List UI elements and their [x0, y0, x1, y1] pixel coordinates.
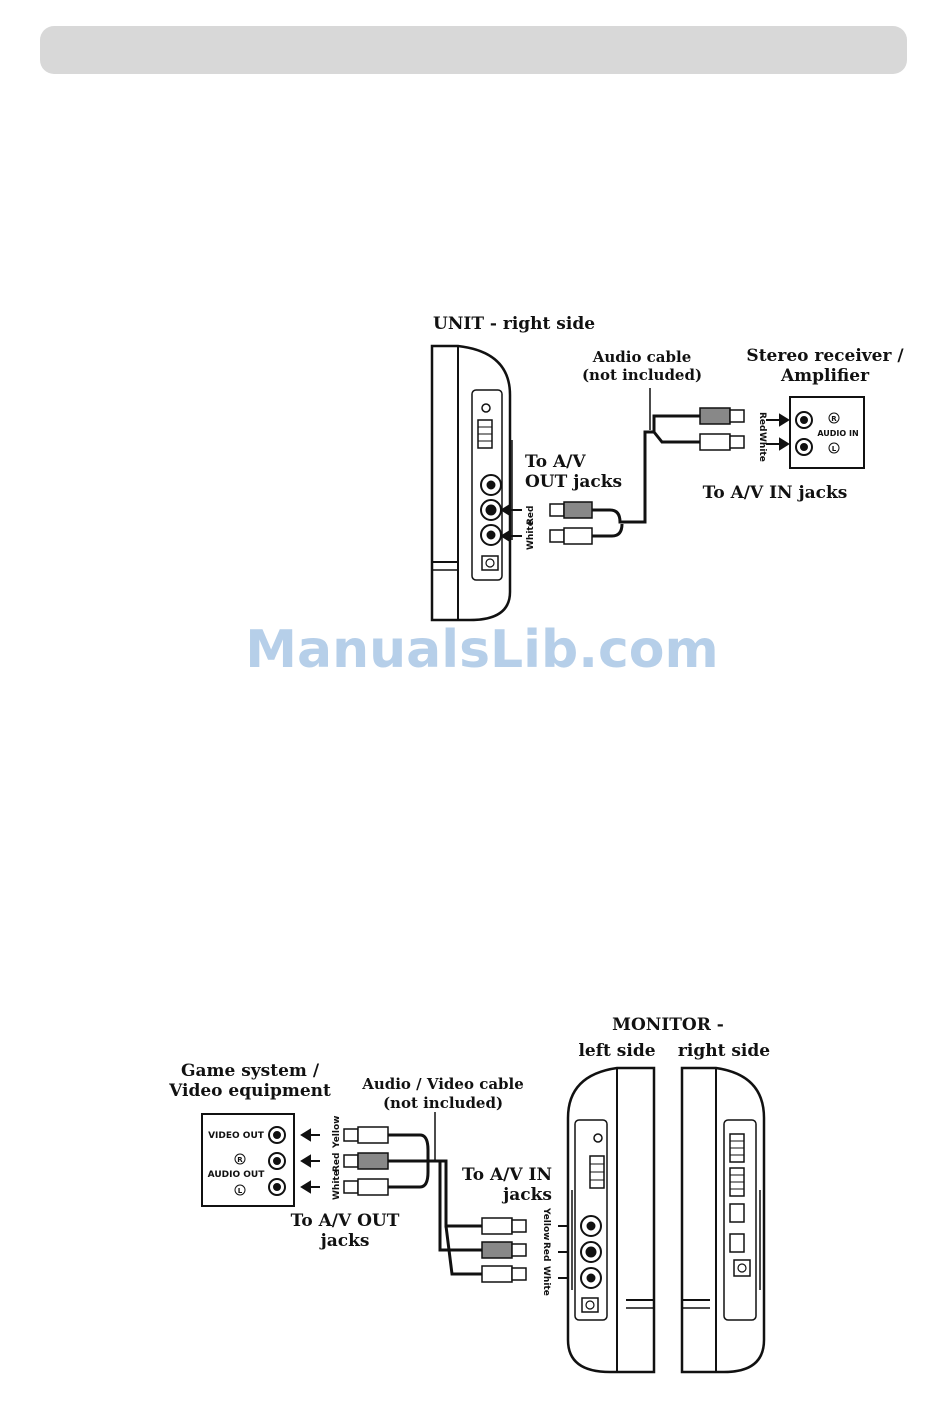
unit-plugs — [549, 501, 593, 545]
label-red-monitor: Red — [541, 1242, 551, 1261]
top-diagram: UNIT - right side Red White — [430, 314, 904, 622]
out-jacks-label-1: To A/V — [525, 452, 586, 472]
unit-title: UNIT - right side — [433, 314, 595, 334]
game-system-panel — [201, 1113, 295, 1207]
receiver-arrows — [766, 413, 790, 451]
audio-cable-top — [592, 388, 700, 538]
av-cable-label-2: (not included) — [383, 1094, 503, 1112]
game-arrows — [300, 1128, 320, 1194]
out-jacks-label-2: OUT jacks — [525, 472, 622, 492]
label-red-bottom: Red — [332, 1153, 342, 1172]
game-title-2: Video equipment — [168, 1081, 331, 1101]
video-out-label: VIDEO OUT — [208, 1131, 265, 1141]
receiver-title-2: Amplifier — [780, 366, 870, 386]
game-title-1: Game system / — [181, 1061, 320, 1081]
l-mark-bottom: L — [238, 1187, 243, 1195]
out-jacks-label-b1: To A/V OUT — [291, 1211, 400, 1231]
label-yellow-bottom: Yellow — [332, 1116, 342, 1149]
unit-arrows — [500, 503, 522, 543]
av-cable-label-1: Audio / Video cable — [361, 1075, 524, 1093]
right-side-label: right side — [678, 1041, 770, 1061]
game-plugs — [343, 1126, 389, 1196]
receiver-plugs — [699, 407, 745, 451]
av-cable — [388, 1112, 490, 1276]
label-white-top-2: White — [757, 432, 767, 462]
unit-device — [430, 344, 513, 622]
bottom-diagram: MONITOR - left side right side Game syst… — [168, 1015, 770, 1374]
monitor-left-side — [566, 1066, 656, 1374]
receiver-title-1: Stereo receiver / — [746, 346, 904, 366]
r-mark-bottom: R — [237, 1156, 243, 1164]
in-jacks-label-2: jacks — [501, 1185, 552, 1205]
left-side-label: left side — [578, 1041, 655, 1061]
monitor-plugs — [481, 1217, 527, 1283]
label-red-top-2: Red — [757, 412, 767, 431]
monitor-title: MONITOR - — [612, 1015, 724, 1035]
r-mark-top: R — [831, 415, 837, 423]
audio-in-label: AUDIO IN — [817, 429, 858, 438]
watermark: ManualsLib.com — [245, 620, 718, 680]
label-white-top: White — [526, 520, 536, 550]
audio-cable-label-1: Audio cable — [592, 348, 692, 366]
label-white-monitor: White — [541, 1266, 551, 1296]
label-yellow-monitor: Yellow — [541, 1207, 551, 1240]
label-white-bottom: White — [332, 1170, 342, 1200]
out-jacks-label-b2: jacks — [319, 1231, 370, 1251]
in-jacks-label-1: To A/V IN — [462, 1165, 552, 1185]
monitor-right-side — [680, 1066, 766, 1374]
receiver-panel — [789, 396, 865, 469]
label-red-top: Red — [526, 506, 536, 525]
l-mark-top: L — [832, 445, 837, 453]
audio-out-label: AUDIO OUT — [208, 1170, 266, 1180]
audio-cable-label-2: (not included) — [582, 366, 702, 384]
in-jacks-label: To A/V IN jacks — [703, 483, 848, 503]
header-bar — [40, 26, 907, 74]
